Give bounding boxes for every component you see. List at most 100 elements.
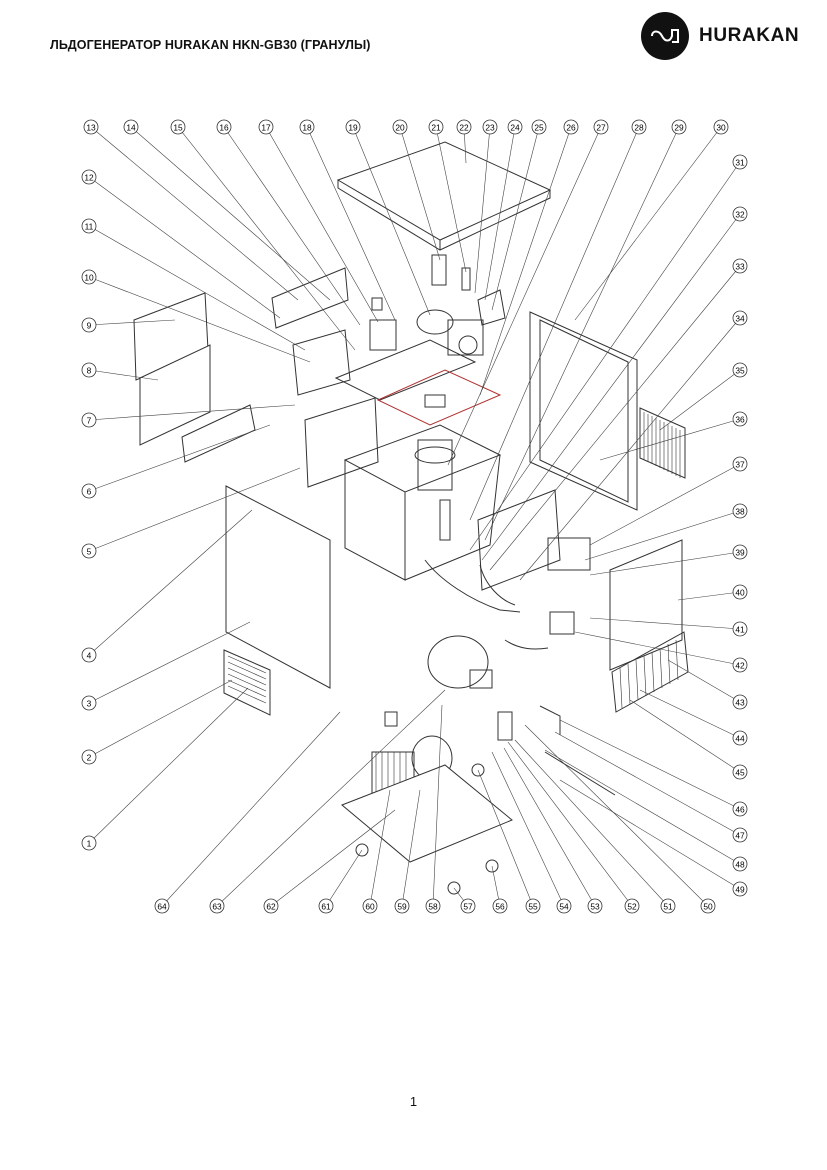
callout-55: 55	[525, 898, 541, 914]
callout-43: 43	[732, 694, 748, 710]
callout-number: 12	[84, 173, 94, 183]
callout-48: 48	[732, 856, 748, 872]
callout-line-58	[432, 704, 443, 907]
callout-number: 15	[173, 123, 183, 133]
callout-circle	[700, 898, 716, 914]
foot-61	[355, 843, 369, 857]
front-ventilation-grille	[223, 649, 271, 716]
callout-circle	[593, 119, 609, 135]
callout-line-64	[161, 711, 341, 907]
callout-number: 20	[395, 123, 405, 133]
callout-32: 32	[732, 206, 748, 222]
callout-number: 14	[126, 123, 136, 133]
callout-circle	[258, 119, 274, 135]
callout-line-3	[88, 621, 251, 704]
callout-circle	[587, 898, 603, 914]
callout-51: 51	[660, 898, 676, 914]
callout-line-37	[589, 463, 741, 546]
callout-number: 29	[674, 123, 684, 133]
callout-circle	[531, 119, 547, 135]
right-rear-panel	[609, 539, 683, 671]
callout-37: 37	[732, 456, 748, 472]
callout-number: 40	[735, 588, 745, 598]
callout-circle	[81, 317, 97, 333]
callout-circle	[732, 764, 748, 780]
callout-line-17	[265, 126, 379, 323]
callout-line-50	[524, 724, 709, 907]
callout-line-13	[90, 126, 299, 301]
callout-line-45	[629, 699, 741, 773]
callout-number: 57	[463, 902, 473, 912]
callout-number: 22	[459, 123, 469, 133]
gear-motor	[416, 309, 484, 356]
callout-circle	[732, 310, 748, 326]
callout-number: 3	[87, 699, 92, 709]
callout-line-39	[589, 551, 741, 576]
callout-10: 10	[81, 269, 97, 285]
callout-line-35	[659, 369, 741, 431]
callout-46: 46	[732, 801, 748, 817]
callout-16: 16	[216, 119, 232, 135]
callout-line-34	[519, 317, 741, 581]
callout-circle	[209, 898, 225, 914]
callout-line-23	[474, 126, 491, 294]
top-ventilation-grille	[639, 407, 686, 479]
callout-28: 28	[631, 119, 647, 135]
callout-35: 35	[732, 362, 748, 378]
callout-number: 64	[157, 902, 167, 912]
callout-number: 18	[302, 123, 312, 133]
callout-line-11	[88, 225, 306, 351]
callout-number: 60	[365, 902, 375, 912]
callout-line-10	[88, 276, 311, 363]
callout-line-26	[479, 126, 572, 396]
callout-line-4	[88, 509, 253, 656]
callout-line-48	[544, 749, 741, 865]
callout-circle	[732, 154, 748, 170]
callout-number: 51	[663, 902, 673, 912]
callout-circle	[732, 694, 748, 710]
callout-number: 9	[87, 321, 92, 331]
callout-38: 38	[732, 503, 748, 519]
callout-number: 63	[212, 902, 222, 912]
evaporator-assembly	[414, 439, 456, 541]
document-title: ЛЬДОГЕНЕРАТОР HURAKAN HKN-GB30 (ГРАНУЛЫ)	[50, 38, 371, 52]
callout-line-5	[88, 467, 301, 552]
callout-number: 21	[431, 123, 441, 133]
callout-circle	[732, 206, 748, 222]
bracket-part	[461, 267, 471, 291]
callout-number: 1	[87, 839, 92, 849]
callout-circle	[81, 749, 97, 765]
top-bracket	[477, 289, 506, 326]
callout-circle	[732, 801, 748, 817]
callout-circle	[732, 503, 748, 519]
callout-line-19	[352, 126, 431, 316]
callout-line-6	[88, 424, 271, 492]
callout-60: 60	[362, 898, 378, 914]
callout-circle	[732, 411, 748, 427]
callout-line-44	[639, 689, 741, 739]
pipe-bracket	[497, 711, 513, 741]
long-pipe	[544, 751, 616, 796]
callout-number: 19	[348, 123, 358, 133]
callout-number: 10	[84, 273, 94, 283]
callout-53: 53	[587, 898, 603, 914]
callout-56: 56	[492, 898, 508, 914]
callout-number: 59	[397, 902, 407, 912]
callout-line-12	[88, 176, 281, 319]
small-switch	[371, 297, 383, 311]
callout-circle	[732, 258, 748, 274]
callout-number: 34	[735, 314, 745, 324]
front-upper-panel	[139, 344, 211, 446]
callout-5: 5	[81, 543, 97, 559]
callout-line-51	[514, 739, 669, 907]
callout-number: 5	[87, 547, 92, 557]
callout-57: 57	[460, 898, 476, 914]
callout-number: 32	[735, 210, 745, 220]
callout-line-9	[88, 319, 176, 326]
callout-number: 52	[627, 902, 637, 912]
callout-circle	[81, 543, 97, 559]
callout-13: 13	[83, 119, 99, 135]
callout-number: 28	[634, 123, 644, 133]
callout-line-40	[677, 591, 741, 601]
